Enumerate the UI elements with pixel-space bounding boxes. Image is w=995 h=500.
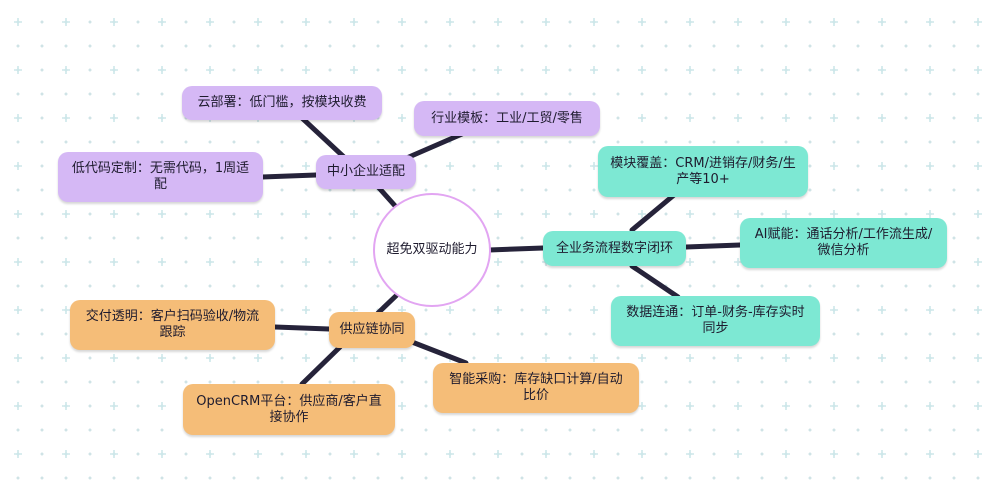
central-topic[interactable]: 超免双驱动能力 (373, 193, 491, 307)
subtopic-module-coverage[interactable]: 模块覆盖：CRM/进销存/财务/生产等10+ (598, 146, 808, 197)
link-sme-template (399, 131, 465, 163)
link-loop-ai (683, 242, 743, 250)
link-supply-opencrm (299, 344, 343, 387)
topic-supply-chain[interactable]: 供应链协同 (329, 312, 415, 348)
subtopic-delivery-transparency-label: 交付透明：客户扫码验收/物流跟踪 (85, 309, 260, 340)
subtopic-module-coverage-label: 模块覆盖：CRM/进销存/财务/生产等10+ (610, 155, 796, 187)
subtopic-delivery-transparency[interactable]: 交付透明：客户扫码验收/物流跟踪 (70, 300, 275, 350)
subtopic-ai-empowerment-label: AI赋能：通话分析/工作流生成/微信分析 (754, 227, 933, 258)
subtopic-lowcode-customization-label: 低代码定制：无需代码，1周适配 (71, 161, 250, 192)
subtopic-industry-templates-label: 行业模板：工业/工贸/零售 (431, 110, 583, 126)
topic-sme-adaptation-label: 中小企业适配 (326, 164, 405, 179)
link-loop-module (629, 192, 677, 233)
subtopic-lowcode-customization[interactable]: 低代码定制：无需代码，1周适配 (58, 152, 263, 202)
subtopic-smart-purchasing-label: 智能采购：库存缺口计算/自动比价 (449, 372, 623, 403)
topic-supply-chain-label: 供应链协同 (339, 322, 405, 337)
subtopic-industry-templates[interactable]: 行业模板：工业/工贸/零售 (414, 101, 600, 136)
topic-closed-loop-label: 全业务流程数字闭环 (555, 240, 673, 256)
subtopic-opencrm-platform-label: OpenCRM平台：供应商/客户直接协作 (196, 393, 382, 425)
topic-sme-adaptation[interactable]: 中小企业适配 (316, 155, 416, 189)
subtopic-cloud-deployment[interactable]: 云部署：低门槛，按模块收费 (182, 86, 382, 120)
link-supply-purchase (409, 339, 469, 366)
link-sme-lowcode (259, 172, 319, 180)
link-loop-data (629, 263, 681, 300)
central-topic-label: 超免双驱动能力 (386, 242, 478, 257)
link-center-loop (486, 245, 546, 253)
subtopic-smart-purchasing[interactable]: 智能采购：库存缺口计算/自动比价 (433, 363, 639, 413)
subtopic-cloud-deployment-label: 云部署：低门槛，按模块收费 (197, 95, 367, 110)
subtopic-ai-empowerment[interactable]: AI赋能：通话分析/工作流生成/微信分析 (740, 218, 947, 268)
topic-closed-loop[interactable]: 全业务流程数字闭环 (543, 231, 686, 266)
subtopic-data-connectivity-label: 数据连通：订单-财务-库存实时同步 (626, 305, 805, 336)
link-sme-cloud (299, 115, 348, 161)
link-supply-delivery (272, 324, 332, 332)
subtopic-opencrm-platform[interactable]: OpenCRM平台：供应商/客户直接协作 (183, 384, 395, 435)
subtopic-data-connectivity[interactable]: 数据连通：订单-财务-库存实时同步 (611, 296, 820, 346)
